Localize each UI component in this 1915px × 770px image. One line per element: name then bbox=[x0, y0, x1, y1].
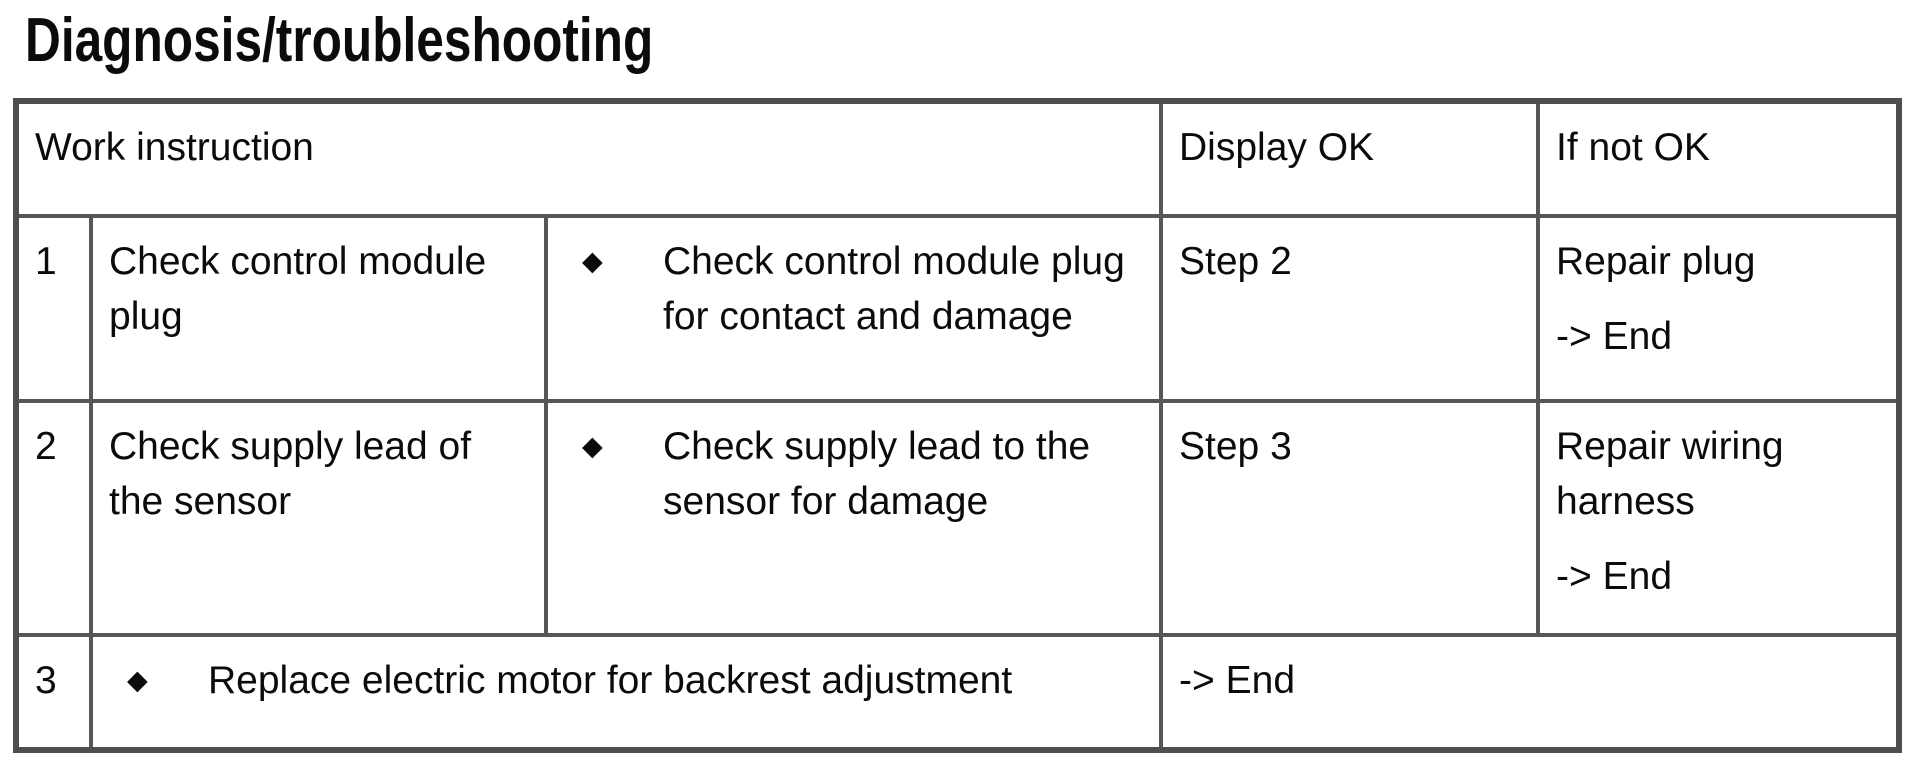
if-not-ok-cell: Repair plug -> End bbox=[1536, 214, 1902, 403]
header-work-instruction: Work instruction bbox=[13, 99, 1164, 218]
table-header-row: Work instruction Display OK If not OK bbox=[13, 99, 1902, 218]
repair-text: Repair wiring harness bbox=[1556, 425, 1784, 523]
action-text: Check supply lead to the sensor for dama… bbox=[663, 425, 1091, 523]
display-ok-cell: Step 2 bbox=[1159, 214, 1541, 403]
action-text: Replace electric motor for backrest adju… bbox=[208, 659, 1013, 702]
task-cell: Check control module plug bbox=[89, 214, 548, 403]
bullet-line: ◆ Replace electric motor for backrest ad… bbox=[109, 653, 1141, 708]
table-row: 2 Check supply lead of the sensor ◆ Chec… bbox=[14, 399, 1902, 637]
table-row: 1 Check control module plug ◆ Check cont… bbox=[14, 214, 1902, 403]
step-number-cell: 2 bbox=[14, 399, 93, 637]
repair-text: Repair plug bbox=[1556, 240, 1756, 283]
display-ok-cell: Step 3 bbox=[1159, 399, 1541, 637]
diamond-bullet-icon: ◆ bbox=[582, 246, 603, 276]
goto-end-text: -> End bbox=[1556, 315, 1673, 358]
if-not-ok-cell: Repair wiring harness -> End bbox=[1536, 399, 1902, 637]
header-display-ok: Display OK bbox=[1159, 99, 1541, 218]
merged-action-cell: ◆ Replace electric motor for backrest ad… bbox=[88, 633, 1164, 752]
step-number-cell: 3 bbox=[14, 633, 93, 752]
table-row: 3 ◆ Replace electric motor for backrest … bbox=[14, 633, 1902, 752]
merged-result-cell: -> End bbox=[1159, 633, 1902, 752]
diamond-bullet-icon: ◆ bbox=[582, 431, 603, 461]
action-cell: ◆ Check supply lead to the sensor for da… bbox=[543, 399, 1164, 637]
action-text: Check control module plug for contact an… bbox=[663, 240, 1125, 338]
troubleshooting-table: Work instruction Display OK If not OK 1 … bbox=[13, 98, 1903, 753]
task-cell: Check supply lead of the sensor bbox=[89, 399, 548, 637]
bullet-line: ◆ Check control module plug for contact … bbox=[564, 234, 1141, 344]
action-cell: ◆ Check control module plug for contact … bbox=[543, 214, 1164, 403]
bullet-line: ◆ Check supply lead to the sensor for da… bbox=[564, 419, 1141, 529]
goto-end-text: -> End bbox=[1556, 555, 1673, 598]
step-number-cell: 1 bbox=[14, 214, 93, 403]
diamond-bullet-icon: ◆ bbox=[127, 665, 148, 695]
header-if-not-ok: If not OK bbox=[1536, 99, 1902, 218]
page-title: Diagnosis/troubleshooting bbox=[25, 6, 654, 75]
